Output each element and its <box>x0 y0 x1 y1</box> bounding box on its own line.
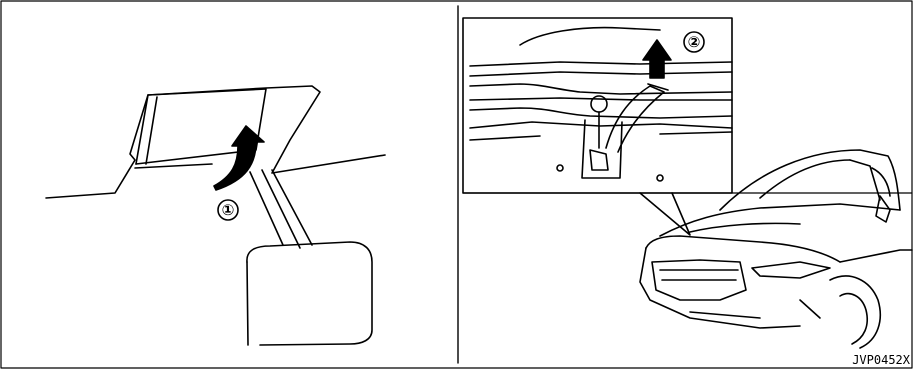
callout-2-label: ② <box>688 33 701 51</box>
car-drawing <box>640 150 912 348</box>
callout-wedge <box>640 193 690 235</box>
figure-code: JVP0452X <box>852 353 910 367</box>
callout-1-label: ① <box>222 201 235 219</box>
left-panel-drawing <box>46 86 385 345</box>
